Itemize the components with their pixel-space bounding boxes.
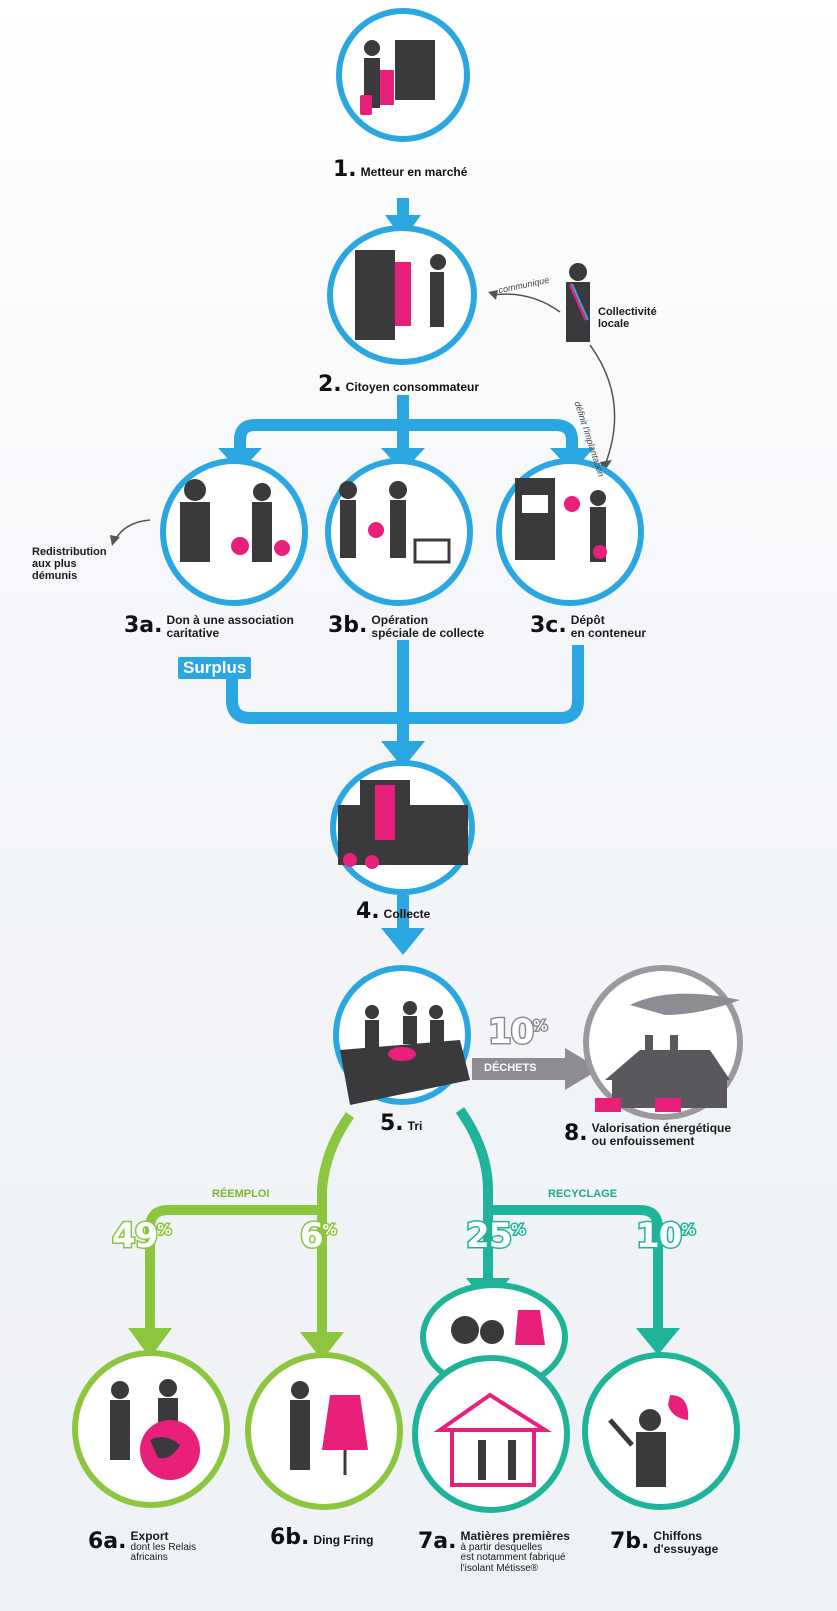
dechets-pct-sign: % [532,1017,549,1036]
step-3a-line1: Don à une association [166,613,294,627]
matieres-pct-value: 25 [464,1215,513,1258]
arrow-split-bar [234,419,578,450]
arrowhead-4 [381,741,425,768]
step-7a-line2: à partir desquelles [460,1541,543,1553]
step-5-label: 5. Tri [380,1112,422,1135]
step-6b-text: Ding Fring [313,1532,374,1547]
communique-arrow [491,293,561,313]
step-8-line1: Valorisation énergétique [591,1121,732,1135]
redistribution-line3: démunis [32,570,78,583]
reemploi-left [145,1205,322,1330]
step-1-label: 1. Metteur en marché [333,158,467,181]
step-1-number: 1. [333,157,357,182]
dechets-arrow-body [472,1058,567,1080]
implantation-arrow [589,344,616,466]
dingfring-percentage: 6% [299,1215,339,1258]
collectivite-label: Collectivité locale [598,306,657,330]
step-1-text: Metteur en marché [360,164,468,179]
step-6a-line1: Export [130,1529,169,1543]
node-6b-circle [245,1352,403,1510]
reemploi-stem [317,1112,355,1215]
dechets-pct-value: 10 [486,1011,535,1054]
step-2-label: 2. Citoyen consommateur [318,373,479,396]
recyclage-label: RECYCLAGE [548,1188,618,1200]
step-3a-number: 3a. [124,613,163,638]
step-4-text: Collecte [383,906,431,921]
collectivite-line2: locale [598,318,630,331]
step-6b-label: 6b. Ding Fring [270,1526,373,1549]
node-1-circle [336,8,470,142]
chiffons-percentage: 10% [634,1215,697,1258]
step-2-text: Citoyen consommateur [345,379,480,394]
step-8-number: 8. [564,1121,588,1146]
step-7b-line2: d'essuyage [653,1541,719,1556]
collectivite-line1: Collectivité [598,306,657,318]
step-7b-number: 7b. [610,1529,650,1554]
node-7a-circle [412,1355,570,1513]
redistribution-arrow [114,519,151,541]
dechets-percentage: 10% [486,1011,549,1054]
node-3c-circle [496,458,644,606]
step-3c-line1: Dépôt [570,613,605,627]
export-percentage: 49% [110,1215,173,1258]
recyclage-stem [455,1107,493,1280]
chiffons-pct-sign: % [680,1221,697,1240]
step-4-number: 4. [356,899,380,924]
node-5-circle [333,965,471,1105]
step-3c-line2: en conteneur [570,625,647,640]
step-3a-line2: caritative [166,625,220,640]
node-6a-circle [72,1350,230,1508]
node-3a-circle [160,458,308,606]
node-8-circle [583,965,743,1120]
step-7b-line1: Chiffons [653,1529,703,1543]
redistribution-line2: aux plus [32,558,77,571]
arrowhead-7b [636,1328,680,1355]
step-7a-line3: est notamment fabriqué [460,1552,566,1564]
recyclage-right [488,1205,663,1330]
step-7a-line1: Matières premières [460,1529,570,1543]
redistribution-line1: Redistribution [32,546,107,558]
dingfring-pct-sign: % [321,1221,338,1240]
node-7b-circle [582,1352,740,1510]
surplus-badge: Surplus [178,657,252,679]
export-pct-sign: % [156,1221,173,1240]
dechets-arrowhead [565,1048,600,1090]
step-6a-line3: africains [130,1552,168,1564]
step-6a-line2: dont les Relais [130,1541,197,1553]
dingfring-pct-value: 6 [299,1215,326,1258]
step-8-line2: ou enfouissement [591,1133,695,1148]
step-3b-line1: Opération [371,613,429,627]
dechets-label: DÉCHETS [484,1062,537,1074]
step-3b-line2: spéciale de collecte [371,625,485,640]
arrowhead-6a [128,1328,172,1358]
arrowhead-6b [300,1332,344,1360]
step-2-number: 2. [318,372,342,397]
export-pct-value: 49 [110,1215,159,1258]
arrowhead-5 [381,928,425,955]
step-7a-line4: l'isolant Métisse® [460,1562,539,1574]
node-4-circle [330,760,475,895]
node-3b-circle [325,458,473,606]
step-7a-number: 7a. [418,1529,457,1554]
redistribution-label: Redistribution aux plus démunis [32,546,107,582]
step-6a-number: 6a. [88,1529,127,1554]
step-6b-number: 6b. [270,1525,310,1550]
step-3c-number: 3c. [530,613,567,638]
reemploi-label: RÉEMPLOI [212,1188,270,1200]
matieres-percentage: 25% [464,1215,527,1258]
step-4-label: 4. Collecte [356,900,430,923]
step-5-number: 5. [380,1111,404,1136]
step-5-text: Tri [407,1118,423,1133]
chiffons-pct-value: 10 [634,1215,683,1258]
node-2-circle [327,225,477,365]
matieres-pct-sign: % [510,1221,527,1240]
step-3b-number: 3b. [328,613,368,638]
